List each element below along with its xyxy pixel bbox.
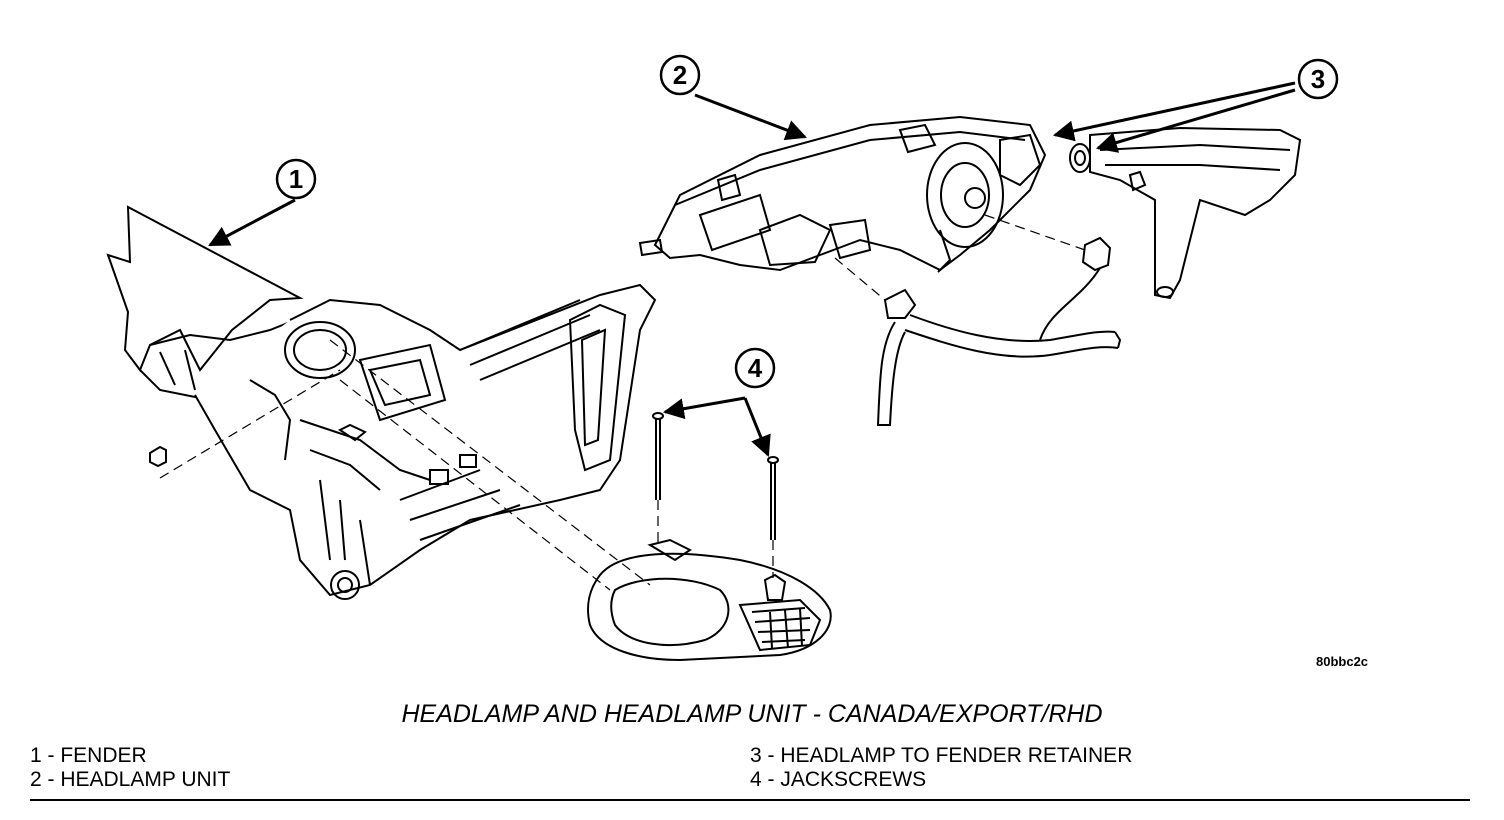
headlamp-lens-illustration [587,538,832,662]
alignment-lines [159,214,1086,591]
jackscrews-illustration [652,412,779,540]
wiring-harness-illustration [876,236,1122,426]
figure-title: HEADLAMP AND HEADLAMP UNIT - CANADA/EXPO… [401,700,1103,728]
legend-row: 1 - FENDER 3 - HEADLAMP TO FENDER RETAIN… [30,744,1470,768]
headlamp-retainer-illustration [1069,143,1091,173]
callout-4: 4 [734,347,776,389]
exploded-view-illustration: 1 2 3 4 [106,54,1339,662]
legend-item-headlamp-unit: 2 - HEADLAMP UNIT [30,768,231,791]
callout-3-number: 3 [1311,64,1325,94]
callout-1-number: 1 [289,164,303,194]
legend-item-jackscrews: 4 - JACKSCREWS [750,768,927,791]
callout-4-number: 4 [748,353,763,383]
fender-edge-illustration [1089,126,1302,300]
headlamp-unit-illustration [638,115,1047,273]
callout-3: 3 [1297,58,1339,100]
legend-item-retainer: 3 - HEADLAMP TO FENDER RETAINER [750,744,1133,767]
legend-item-fender: 1 - FENDER [30,744,147,767]
drawing-code: 80bbc2c [1316,654,1369,669]
legend: 1 - FENDER 3 - HEADLAMP TO FENDER RETAIN… [30,744,1470,792]
bottom-rule [30,799,1470,801]
fender-illustration [106,205,304,401]
callout-2-number: 2 [673,60,687,90]
callout-1: 1 [275,158,317,200]
callout-2: 2 [659,54,701,96]
radiator-support-illustration [149,283,657,600]
legend-row: 2 - HEADLAMP UNIT 4 - JACKSCREWS [30,768,1470,792]
leader-arrows [208,81,1296,457]
